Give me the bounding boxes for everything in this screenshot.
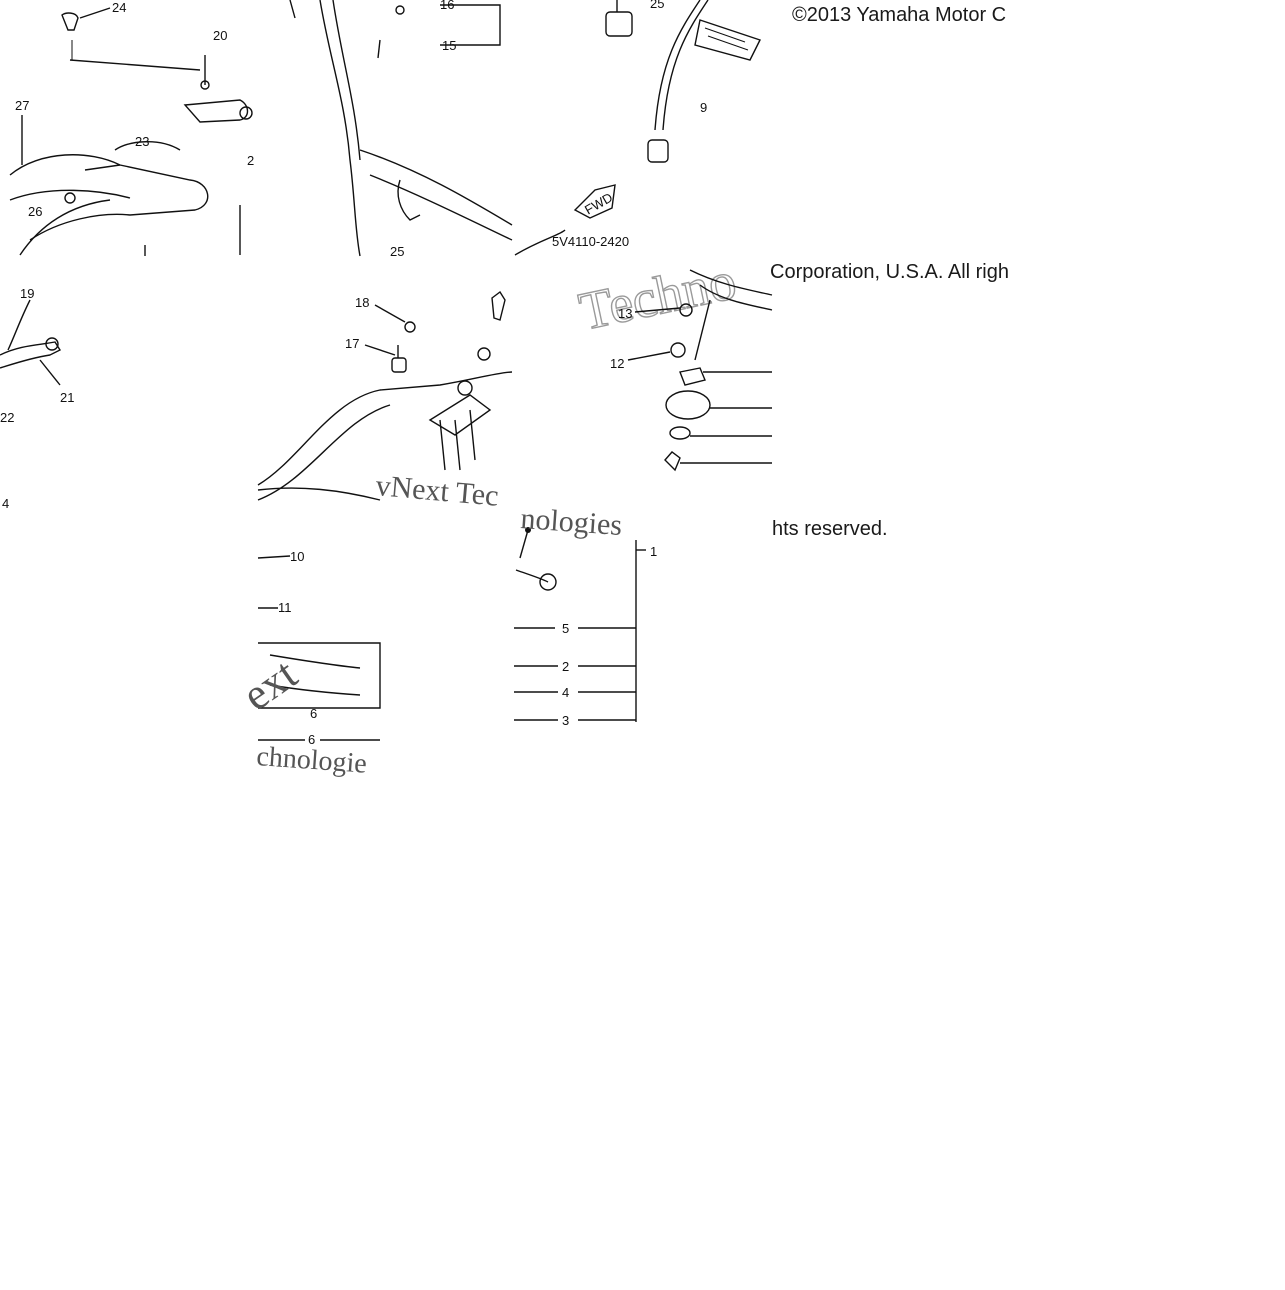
watermark-techno: Techno	[574, 250, 741, 342]
callout-26: 26	[28, 204, 42, 219]
callout-2: 2	[562, 659, 569, 674]
callout-2-left: 2	[247, 153, 254, 168]
callout-24: 24	[112, 0, 126, 15]
callout-17: 17	[345, 336, 359, 351]
callout-20: 20	[213, 28, 227, 43]
callout-10: 10	[290, 549, 304, 564]
watermark-chnologie: chnologie	[256, 741, 368, 780]
tile-middle-right: 13 12	[610, 269, 773, 472]
diagram-code: 5V4110-2420	[552, 234, 629, 249]
tile-top-left: 24 20 27 23 26 2	[9, 0, 254, 256]
callout-16: 16	[440, 0, 454, 12]
callout-13: 13	[618, 306, 632, 321]
callout-18: 18	[355, 295, 369, 310]
callout-9: 9	[700, 100, 707, 115]
tile-middle-left: 19 21 22 4	[0, 286, 74, 511]
callout-21: 21	[60, 390, 74, 405]
tile-top-middle: 15 16 25	[289, 0, 513, 259]
watermark-ext: ext	[234, 649, 306, 720]
copyright-line-2: Corporation, U.S.A. All righ	[770, 261, 1009, 283]
callout-23: 23	[135, 134, 149, 149]
callout-11: 11	[278, 600, 292, 615]
tile-top-right: 25 9 FWD 5V4110-2420	[514, 0, 761, 256]
callout-5: 5	[562, 621, 569, 636]
tile-center: 18 17 Techno vNext Tec	[257, 249, 742, 513]
tile-bottom-right: 1 5 2 4 3 nologies	[514, 502, 657, 728]
callout-4-left: 4	[2, 496, 9, 511]
watermark-nologies: nologies	[520, 502, 624, 542]
callout-12: 12	[610, 356, 624, 371]
callout-27: 27	[15, 98, 29, 113]
callout-25-lower: 25	[390, 244, 404, 259]
callout-25: 25	[650, 0, 664, 11]
callout-3: 3	[562, 713, 569, 728]
callout-6-b: 6	[308, 732, 315, 747]
callout-1: 1	[650, 544, 657, 559]
callout-19: 19	[20, 286, 34, 301]
watermark-vnext: vNext Tec	[374, 469, 500, 513]
callout-15: 15	[442, 38, 456, 53]
copyright-line-1: ©2013 Yamaha Motor C	[792, 4, 1007, 26]
callout-6-a: 6	[310, 706, 317, 721]
copyright-line-3: hts reserved.	[772, 518, 888, 540]
tile-bottom-center: 10 11 6 6 ext chnologie	[234, 549, 381, 780]
callout-4: 4	[562, 685, 569, 700]
callout-22: 22	[0, 410, 14, 425]
fwd-label: FWD	[582, 190, 615, 218]
